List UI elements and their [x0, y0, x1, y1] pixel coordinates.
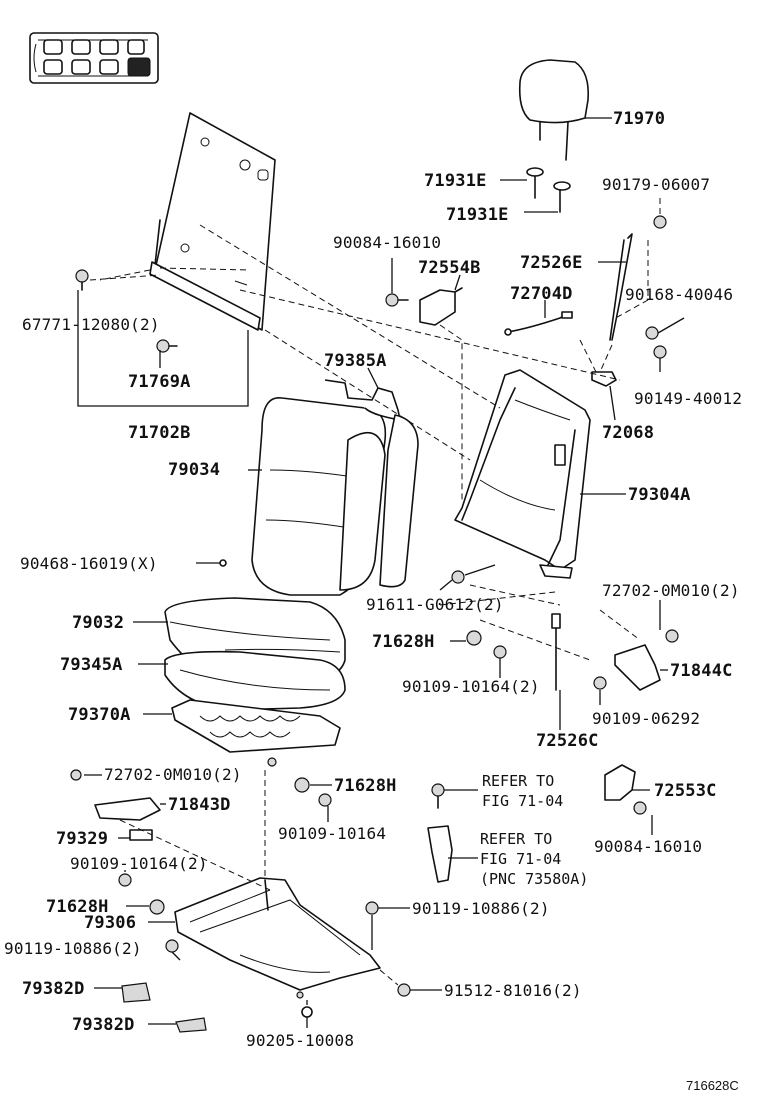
bolt-72702-right-icon	[665, 629, 679, 643]
bolt-90119-right-icon	[365, 901, 379, 915]
bolt-90084-lower-icon	[633, 801, 647, 815]
label-71843d: 71843D	[168, 795, 231, 815]
refer-note-2-line1: REFER TO	[480, 830, 552, 848]
label-90084-top: 90084-16010	[333, 233, 441, 252]
pad-79382d-icon	[121, 982, 151, 1003]
rod-72526e	[609, 233, 633, 341]
bracket-72553c	[604, 764, 636, 801]
label-79306: 79306	[84, 913, 136, 933]
clip-71769a-icon	[156, 339, 178, 353]
label-90205: 90205-10008	[246, 1031, 354, 1050]
label-71628h-3: 71628H	[46, 897, 109, 917]
label-71628h-1: 71628H	[372, 632, 435, 652]
refer-note-2-line3: (PNC 73580A)	[480, 870, 588, 888]
label-90149: 90149-40012	[634, 389, 742, 408]
label-79382d-2: 79382D	[72, 1015, 135, 1035]
label-71702b: 71702B	[128, 423, 191, 443]
label-67771: 67771-12080(2)	[22, 315, 160, 334]
label-79034: 79034	[168, 460, 220, 480]
clip-67771-icon	[75, 269, 89, 291]
label-72704d: 72704D	[510, 284, 573, 304]
label-90179: 90179-06007	[602, 175, 710, 194]
cable-72704d	[504, 311, 573, 336]
label-79382d-1: 79382D	[22, 979, 85, 999]
label-90109-left: 90109-10164(2)	[70, 854, 208, 873]
label-72526e: 72526E	[520, 253, 583, 273]
clip-79329-icon	[129, 829, 153, 841]
bolt-90109-mid-icon	[493, 645, 507, 659]
bracket-71844c	[614, 644, 661, 691]
buckle-refer-icon	[427, 825, 453, 883]
label-79385a: 79385A	[324, 351, 387, 371]
figure-id: 716628C	[686, 1078, 739, 1093]
bolt-91611-icon	[451, 570, 465, 584]
label-90084-bottom: 90084-16010	[594, 837, 702, 856]
pad-79382d-2-icon	[175, 1017, 207, 1033]
label-72526c: 72526C	[536, 731, 599, 751]
label-90168: 90168-40046	[625, 285, 733, 304]
bolt-72702-left-icon	[70, 769, 82, 781]
headrest	[518, 59, 590, 161]
label-71628h-2: 71628H	[334, 776, 397, 796]
cap-71628h-mid-icon	[294, 777, 310, 793]
bolt-90109-single-icon	[318, 793, 332, 807]
bolt-91512-icon	[397, 983, 411, 997]
headrest-guide-icon	[526, 167, 571, 213]
pin-90468-icon	[219, 559, 227, 567]
lever-72068	[591, 371, 617, 387]
label-91611: 91611-G0612(2)	[366, 595, 504, 614]
label-71931e-1: 71931E	[424, 171, 487, 191]
seatback-cover	[251, 379, 419, 596]
seat-lower-frame	[174, 877, 381, 999]
label-79370a: 79370A	[68, 705, 131, 725]
cap-71628h-upper-icon	[466, 630, 482, 646]
refer-note-2-line2: FIG 71-04	[480, 850, 561, 868]
cap-71628h-lower-icon	[149, 899, 165, 915]
nut-90179-icon	[653, 215, 667, 229]
label-79345a: 79345A	[60, 655, 123, 675]
bolt-90084-upper-icon	[385, 293, 409, 307]
label-90119-right: 90119-10886(2)	[412, 899, 550, 918]
label-72554b: 72554B	[418, 258, 481, 278]
bolt-90109-left-icon	[118, 873, 132, 887]
label-90119-left: 90119-10886(2)	[4, 939, 142, 958]
refer-note-1-line2: FIG 71-04	[482, 792, 563, 810]
label-79304a: 79304A	[628, 485, 691, 505]
label-90109-2: 90109-10164(2)	[402, 677, 540, 696]
cover-71843d	[94, 797, 161, 821]
label-79032: 79032	[72, 613, 124, 633]
back-board-panel	[149, 112, 276, 331]
label-72702-left: 72702-0M010(2)	[104, 765, 242, 784]
label-71769a: 71769A	[128, 372, 191, 392]
bolt-90109-06292-icon	[593, 676, 607, 690]
label-71844c: 71844C	[670, 661, 733, 681]
label-79329: 79329	[56, 829, 108, 849]
label-91512: 91512-81016(2)	[444, 981, 582, 1000]
label-72068: 72068	[602, 423, 654, 443]
seatback-frame	[454, 369, 591, 579]
nut-90205-icon	[301, 1006, 313, 1018]
seat-location-key-icon	[29, 32, 159, 84]
label-90109-single: 90109-10164	[278, 824, 386, 843]
bolt-90168-icon	[645, 326, 659, 340]
label-90109-06292: 90109-06292	[592, 709, 700, 728]
label-71931e-2: 71931E	[446, 205, 509, 225]
label-90468: 90468-16019(X)	[20, 554, 158, 573]
bracket-72554b	[419, 287, 463, 326]
label-72553c: 72553C	[654, 781, 717, 801]
seat-cushion-spring	[171, 699, 341, 767]
bolt-90149-icon	[653, 345, 667, 359]
refer-note-1-line1: REFER TO	[482, 772, 554, 790]
label-72702-right: 72702-0M010(2)	[602, 581, 740, 600]
rod-72526c	[551, 613, 561, 691]
label-71970: 71970	[613, 109, 665, 129]
bolt-90119-left-icon	[165, 939, 179, 953]
bolt-refer-icon	[431, 783, 445, 809]
